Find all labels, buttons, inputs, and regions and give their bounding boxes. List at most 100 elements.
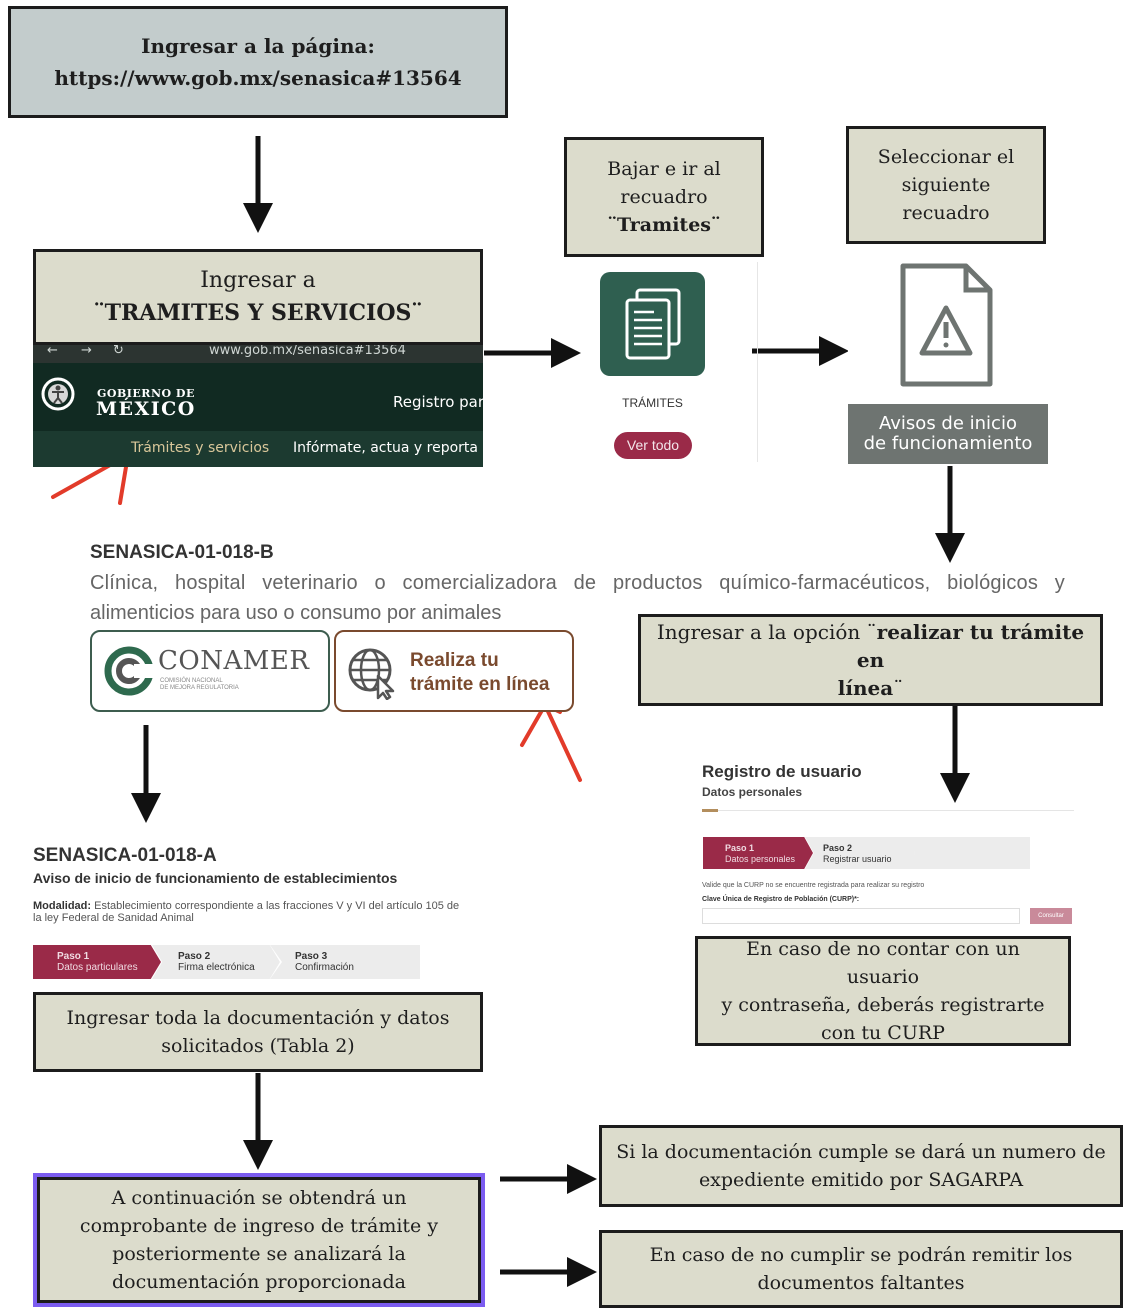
no-cumple-line2: documentos faltantes [757, 1272, 965, 1294]
continuacion-box: A continuación se obtendrá un comprobant… [33, 1173, 485, 1307]
registro-step-track [905, 837, 1030, 869]
curp-box: En caso de no contar con un usuario y co… [695, 936, 1071, 1046]
cumple-line2: expediente emitido por SAGARPA [698, 1169, 1024, 1191]
seleccionar-box-line1: Seleccionar el [877, 146, 1015, 168]
opcion-pre: Ingresar a la opción ¨ [656, 620, 877, 644]
start-box-line2: https://www.gob.mx/senasica#13564 [54, 66, 462, 90]
conamer-logo-icon [104, 646, 154, 696]
curp-box-line2: y contraseña, deberás registrarte [721, 994, 1045, 1016]
gob-browser-screenshot: ← → ↻ www.gob.mx/senasica#13564 GOBIERNO… [33, 343, 483, 467]
senasica-a-code: SENASICA-01-018-A [33, 845, 217, 866]
senasica-a-title: Aviso de inicio de funcionamiento de est… [33, 870, 398, 886]
modalidad-text2: la ley Federal de Sanidad Animal [33, 912, 194, 924]
forward-icon[interactable]: → [81, 343, 92, 358]
warning-document-icon [900, 263, 993, 387]
opcion-bold2: línea [837, 676, 894, 700]
registro-link[interactable]: Registro para [393, 393, 483, 411]
registro-step1[interactable]: Paso 1 Datos personales [703, 837, 813, 869]
continua-line1: A continuación se obtendrá un [111, 1187, 407, 1209]
senasica-b-desc-line1: Clínica, hospital veterinario o comercia… [90, 572, 1065, 594]
seleccionar-box-line3: recuadro [902, 202, 990, 224]
conamer-sub1: COMISIÓN NACIONAL [160, 678, 223, 684]
bajar-box-line2: recuadro [620, 186, 708, 208]
registro-paso1: Paso 1 [725, 843, 755, 853]
continua-line3: posteriormente se analizará la [112, 1243, 406, 1265]
curp-box-line3: con tu CURP [821, 1022, 945, 1044]
realiza-line1: Realiza tu [410, 650, 499, 671]
ver-todo-label: Ver todo [626, 437, 680, 453]
senasica-b-code: SENASICA-01-018-B [90, 542, 274, 563]
realiza-tramite-button[interactable]: Realiza tu trámite en línea [334, 630, 574, 712]
tramites-card-icon-tile[interactable] [600, 272, 705, 376]
gob-small-label: GOBIERNO DE [97, 387, 195, 400]
bajar-box-line1: Bajar e ir al [607, 158, 721, 180]
consultar-button[interactable]: Consultar [1030, 908, 1072, 924]
avisos-card-label[interactable]: Avisos de inicio de funcionamiento [848, 404, 1048, 464]
senasica-a-step3[interactable]: Paso 3 Confirmación [270, 945, 420, 979]
senasica-a-modalidad: Modalidad: Establecimiento correspondien… [33, 900, 513, 924]
opcion-bold1: realizar tu trámite en [856, 620, 1085, 672]
doc-box-line2: solicitados (Tabla 2) [161, 1035, 355, 1057]
nav-informate[interactable]: Infórmate, actua y reporta [293, 440, 478, 456]
ver-todo-button[interactable]: Ver todo [614, 432, 692, 459]
senasica-a-paso3-sub: Confirmación [295, 962, 354, 973]
registro-subtitle: Datos personales [702, 785, 803, 799]
gob-nav: Trámites y servicios Infórmate, actua y … [33, 431, 483, 467]
senasica-a-paso1-sub: Datos particulares [57, 962, 138, 973]
doc-box-line1: Ingresar toda la documentación y datos [66, 1007, 450, 1029]
consultar-label: Consultar [1038, 913, 1064, 919]
globe-cursor-icon [348, 648, 395, 700]
registro-title: Registro de usuario [702, 762, 862, 781]
curp-box-line1: En caso de no contar con un usuario [746, 938, 1020, 988]
opcion-box: Ingresar a la opción ¨realizar tu trámit… [638, 614, 1103, 706]
conamer-button[interactable]: CONAMER COMISIÓN NACIONAL DE MEJORA REGU… [90, 630, 330, 712]
start-box: Ingresar a la página: https://www.gob.mx… [8, 6, 508, 118]
tramites-card-divider [757, 262, 758, 462]
no-cumple-box: En caso de no cumplir se podrán remitir … [599, 1230, 1123, 1308]
reload-icon[interactable]: ↻ [113, 343, 124, 358]
tramites-servicios-box: Ingresar a ¨TRAMITES Y SERVICIOS¨ [33, 249, 483, 345]
cumple-box: Si la documentación cumple se dará un nu… [599, 1125, 1123, 1207]
registro-paso1-sub: Datos personales [725, 854, 796, 864]
avisos-line2: de funcionamiento [863, 433, 1033, 454]
red-arrow-realiza [520, 703, 582, 782]
back-icon[interactable]: ← [47, 343, 58, 358]
start-box-line1: Ingresar a la página: [141, 34, 375, 58]
conamer-sub2: DE MEJORA REGULATORIA [160, 685, 239, 691]
registro-valide: Valide que la CURP no se encuentre regis… [702, 882, 925, 889]
bajar-box: Bajar e ir al recuadro ¨Tramites¨ [564, 137, 764, 257]
seleccionar-box-line2: siguiente [901, 174, 991, 196]
registro-step2[interactable]: Paso 2 Registrar usuario [805, 837, 915, 869]
senasica-a-paso3: Paso 3 [295, 951, 328, 962]
url-bar[interactable]: ← → ↻ www.gob.mx/senasica#13564 [33, 343, 483, 363]
modalidad-text1: Establecimiento correspondiente a las fr… [91, 900, 460, 912]
no-cumple-line1: En caso de no cumplir se podrán remitir … [649, 1244, 1073, 1266]
nav-tramites-servicios[interactable]: Trámites y servicios [131, 440, 270, 456]
tramites-card-label: TRÁMITES [622, 396, 683, 410]
senasica-a-step1[interactable]: Paso 1 Datos particulares [33, 945, 161, 979]
realiza-line2: trámite en línea [410, 674, 550, 695]
document-icon [625, 288, 681, 360]
tramites-box-line1: Ingresar a [200, 267, 316, 293]
avisos-line1: Avisos de inicio [879, 413, 1017, 434]
registro-accent-bar [702, 809, 718, 812]
continua-line2: comprobante de ingreso de trámite y [79, 1215, 439, 1237]
documentacion-box: Ingresar toda la documentación y datos s… [33, 992, 483, 1072]
registro-paso2-sub: Registrar usuario [823, 854, 892, 864]
senasica-a-paso2: Paso 2 [178, 951, 211, 962]
senasica-a-step2[interactable]: Paso 2 Firma electrónica [152, 945, 280, 979]
continua-line4: documentación proporcionada [112, 1271, 406, 1293]
conamer-name: CONAMER [158, 646, 310, 676]
registro-clave-label: Clave Única de Registro de Población (CU… [702, 896, 860, 903]
bajar-box-line3: ¨Tramites¨ [607, 214, 721, 236]
gob-emblem-icon[interactable] [41, 377, 75, 411]
tramites-box-line2: ¨TRAMITES Y SERVICIOS¨ [93, 299, 423, 326]
registro-paso2: Paso 2 [823, 843, 853, 853]
seleccionar-box: Seleccionar el siguiente recuadro [846, 126, 1046, 244]
curp-input[interactable] [702, 908, 1020, 924]
senasica-b-desc-line2: alimenticios para uso o consumo por anim… [90, 602, 502, 624]
modalidad-label: Modalidad: [33, 900, 92, 912]
url-text[interactable]: www.gob.mx/senasica#13564 [209, 343, 406, 358]
senasica-a-paso1: Paso 1 [57, 951, 90, 962]
cumple-line1: Si la documentación cumple se dará un nu… [616, 1141, 1106, 1163]
